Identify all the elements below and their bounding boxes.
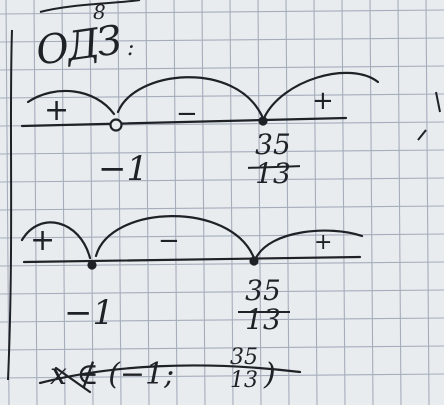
- domain-colon: :: [127, 38, 134, 60]
- domain-superscript: 8: [93, 2, 106, 22]
- answer-close-paren: ): [264, 360, 276, 390]
- axis-line-2: [24, 257, 360, 262]
- grid-line-horizontal: [0, 234, 444, 238]
- closed-point-2b: [251, 258, 258, 265]
- closed-point-2a: [89, 262, 96, 269]
- grid-line-horizontal: [0, 206, 444, 210]
- fraction-2-denominator: 13: [238, 305, 288, 334]
- grid-line-vertical: [146, 0, 149, 405]
- fraction-2-bar: [238, 311, 290, 313]
- arc-1a: [28, 91, 114, 114]
- sign-plus-1a: +: [44, 96, 69, 126]
- grid-line-horizontal: [0, 150, 444, 154]
- stray-tick-2: [418, 130, 426, 140]
- grid-line-horizontal: [0, 178, 444, 182]
- grid-line-vertical: [174, 0, 177, 405]
- fraction-2-numerator: 35: [238, 276, 288, 305]
- grid-line-horizontal: [0, 346, 444, 350]
- fraction-2: 35 13: [238, 276, 288, 335]
- fraction-1: 35 13: [248, 130, 298, 189]
- grid-line-vertical: [398, 0, 401, 405]
- answer-fraction: 35 13: [224, 346, 264, 392]
- grid-line-vertical: [286, 0, 289, 405]
- grid-line-vertical: [314, 0, 317, 405]
- sign-minus-1: −: [176, 101, 198, 127]
- sign-plus-2a: +: [30, 226, 55, 256]
- answer-text: x ∉ (−1;: [50, 360, 174, 390]
- grid-line-horizontal: [0, 10, 444, 14]
- fraction-1-numerator: 35: [248, 130, 298, 159]
- answer-fraction-denominator: 13: [224, 369, 264, 392]
- grid-line-vertical: [342, 0, 345, 405]
- sign-minus-2: −: [158, 228, 180, 254]
- grid-line-vertical: [34, 0, 37, 405]
- grid-line-vertical: [370, 0, 373, 405]
- closed-point-1: [260, 118, 267, 125]
- domain-label: ОДЗ: [34, 20, 123, 71]
- answer-fraction-numerator: 35: [224, 346, 264, 369]
- grid-line-vertical: [258, 0, 261, 405]
- sign-plus-2c: +: [314, 232, 332, 254]
- fraction-1-denominator: 13: [248, 159, 298, 188]
- point-label-1a: −1: [98, 152, 148, 186]
- number-line-2: [22, 216, 362, 268]
- grid-line-vertical: [202, 0, 205, 405]
- grid-line-vertical: [426, 0, 429, 405]
- stray-tick-1: [436, 92, 440, 112]
- sign-plus-1c: +: [312, 88, 334, 114]
- point-label-2a: −1: [64, 296, 114, 330]
- open-point-1: [111, 120, 122, 131]
- grid-line-horizontal: [0, 262, 444, 266]
